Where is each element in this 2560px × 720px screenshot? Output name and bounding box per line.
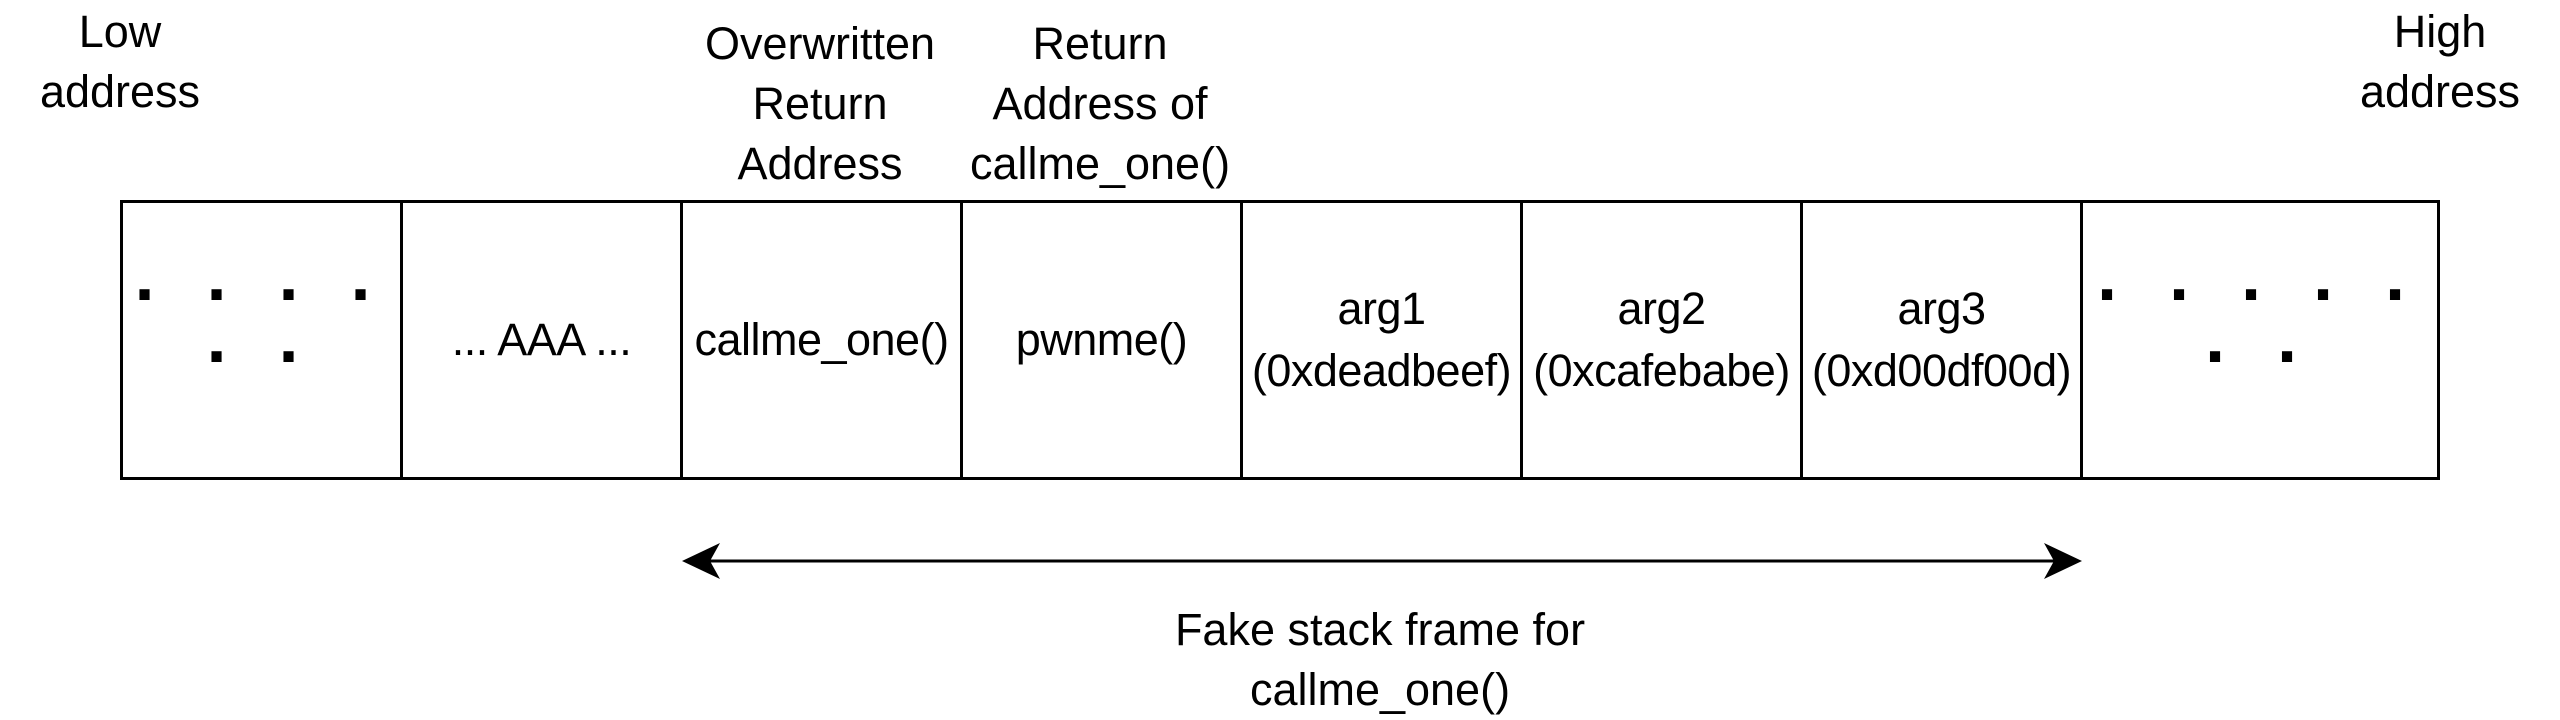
stack-cell-arg1: arg1 (0xdeadbeef): [1243, 203, 1523, 477]
fake-frame-caption: Fake stack frame for callme_one(): [1174, 604, 1586, 715]
ellipsis-dots: · · · · · · ·: [2097, 255, 2423, 397]
callme-one-return-address-label: Return Address of callme_one(): [969, 18, 1231, 189]
stack-cell-padding: ... AAA ...: [403, 203, 683, 477]
stack-cell-arg2: arg2 (0xcafebabe): [1523, 203, 1803, 477]
stack-cell-higher-memory: · · · · · · ·: [2083, 203, 2437, 477]
low-address-label: Low address: [39, 6, 201, 117]
stack-cell-lower-memory: · · · · · ·: [123, 203, 403, 477]
ellipsis-dots: · · · · · ·: [134, 255, 389, 397]
arrow-head-right: [2044, 543, 2082, 579]
arrow-head-left: [682, 543, 720, 579]
stack-cell-arg3: arg3 (0xd00df00d): [1803, 203, 2083, 477]
overwritten-return-address-label: Overwritten Return Address: [704, 18, 936, 189]
stack-cell-callme-one: callme_one(): [683, 203, 963, 477]
high-address-label: High address: [2359, 6, 2521, 117]
stack-layout: · · · · · · ... AAA ... callme_one() pwn…: [120, 200, 2440, 480]
stack-cell-pwnme: pwnme(): [963, 203, 1243, 477]
